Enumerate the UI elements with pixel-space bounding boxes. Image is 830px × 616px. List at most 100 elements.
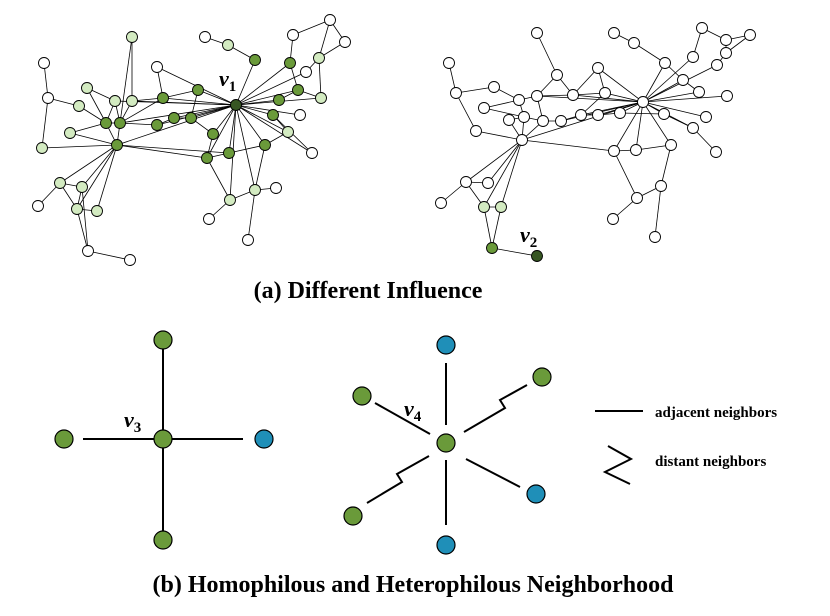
left-graph-node bbox=[157, 92, 169, 104]
left-graph-edge bbox=[41, 97, 49, 149]
node-v4-bottom bbox=[436, 535, 456, 555]
label-v1: v1 bbox=[219, 66, 236, 95]
right-graph-edge bbox=[500, 139, 523, 208]
right-graph-node bbox=[575, 109, 587, 121]
node-v3-left bbox=[54, 429, 74, 449]
label-v3: v3 bbox=[124, 407, 141, 436]
right-graph-node bbox=[721, 90, 733, 102]
left-graph-node bbox=[270, 182, 282, 194]
left-graph-node bbox=[306, 147, 318, 159]
node-v3-center bbox=[153, 429, 173, 449]
left-graph-node bbox=[124, 254, 136, 266]
graph-left-nodes bbox=[32, 14, 351, 266]
left-graph-node bbox=[287, 29, 299, 41]
right-graph-node bbox=[677, 74, 689, 86]
right-graph-node bbox=[655, 180, 667, 192]
left-graph-edge bbox=[87, 250, 131, 261]
left-graph-edge bbox=[228, 104, 237, 154]
left-graph-edge bbox=[162, 97, 237, 106]
right-graph-node bbox=[551, 69, 563, 81]
right-graph-node bbox=[567, 89, 579, 101]
star-v3 bbox=[54, 330, 274, 550]
right-graph-node bbox=[516, 134, 528, 146]
left-graph-edge bbox=[212, 104, 237, 135]
left-graph-node bbox=[242, 234, 254, 246]
left-graph-node bbox=[82, 245, 94, 257]
left-graph-node bbox=[300, 66, 312, 78]
graph-right-nodes bbox=[435, 22, 756, 262]
left-graph-node bbox=[192, 84, 204, 96]
left-graph-node bbox=[126, 31, 138, 43]
left-graph-node bbox=[282, 126, 294, 138]
left-graph-node bbox=[109, 95, 121, 107]
right-graph-edge bbox=[521, 139, 615, 152]
right-graph-edge bbox=[642, 101, 707, 118]
right-graph-node bbox=[720, 34, 732, 46]
right-graph-edge bbox=[642, 95, 728, 103]
right-graph-node bbox=[710, 146, 722, 158]
left-graph-node bbox=[203, 213, 215, 225]
right-graph-node bbox=[720, 47, 732, 59]
legend-adjacent-label: adjacent neighbors bbox=[655, 405, 777, 421]
graph-left-edges bbox=[37, 19, 346, 261]
right-graph-node bbox=[488, 81, 500, 93]
right-graph-edge bbox=[487, 139, 523, 184]
left-graph-edge bbox=[173, 104, 237, 119]
right-graph-node bbox=[608, 145, 620, 157]
node-v4-center bbox=[436, 433, 456, 453]
right-graph-edge bbox=[635, 101, 644, 151]
left-graph-node bbox=[91, 205, 103, 217]
right-graph-node bbox=[482, 177, 494, 189]
node-v4-downleft bbox=[343, 506, 363, 526]
right-graph-edge bbox=[536, 95, 644, 103]
right-graph-node bbox=[443, 57, 455, 69]
left-graph-node bbox=[199, 31, 211, 43]
right-graph-edge bbox=[642, 91, 700, 103]
left-graph-node bbox=[207, 128, 219, 140]
right-graph-edge bbox=[619, 112, 665, 115]
node-v3-top bbox=[153, 330, 173, 350]
left-graph-edge bbox=[96, 144, 118, 212]
left-graph-node bbox=[292, 84, 304, 96]
right-graph-node bbox=[607, 213, 619, 225]
label-v2: v2 bbox=[520, 222, 537, 251]
right-graph-node bbox=[700, 111, 712, 123]
left-graph-node bbox=[151, 119, 163, 131]
left-graph-node bbox=[126, 95, 138, 107]
right-graph-edge bbox=[642, 101, 672, 146]
right-graph-edge bbox=[613, 150, 638, 199]
left-graph-edge bbox=[116, 104, 237, 146]
caption-a: (a) Different Influence bbox=[254, 278, 483, 304]
left-graph-node bbox=[223, 147, 235, 159]
right-graph-edge bbox=[604, 92, 644, 103]
right-graph-edge bbox=[572, 94, 644, 103]
left-graph-node bbox=[111, 139, 123, 151]
left-graph-edge bbox=[119, 122, 158, 126]
label-v4: v4 bbox=[404, 396, 422, 425]
right-graph-node bbox=[744, 29, 756, 41]
left-graph-edge bbox=[206, 104, 237, 159]
right-graph-edge bbox=[483, 206, 493, 249]
left-graph-edge bbox=[247, 189, 256, 241]
right-graph-node bbox=[435, 197, 447, 209]
left-graph-node bbox=[284, 57, 296, 69]
legend-distant-label: distant neighbors bbox=[655, 454, 766, 470]
right-graph-edge bbox=[491, 206, 502, 249]
right-graph-node bbox=[592, 109, 604, 121]
legend: adjacent neighbors distant neighbors bbox=[595, 405, 777, 485]
left-graph-edge bbox=[76, 144, 118, 210]
left-graph-edge bbox=[235, 104, 266, 146]
right-graph-node bbox=[649, 231, 661, 243]
left-graph-node bbox=[168, 112, 180, 124]
right-graph-node bbox=[495, 201, 507, 213]
node-v4-upright bbox=[532, 367, 552, 387]
left-graph-edge bbox=[86, 87, 107, 124]
node-v4-downright bbox=[526, 484, 546, 504]
right-graph-edge bbox=[654, 185, 662, 238]
left-graph-node bbox=[32, 200, 44, 212]
right-graph-node bbox=[478, 102, 490, 114]
caption-b: (b) Homophilous and Heterophilous Neighb… bbox=[152, 572, 674, 598]
left-graph-node bbox=[313, 52, 325, 64]
left-graph-edge bbox=[235, 104, 256, 191]
right-graph-node bbox=[486, 242, 498, 254]
